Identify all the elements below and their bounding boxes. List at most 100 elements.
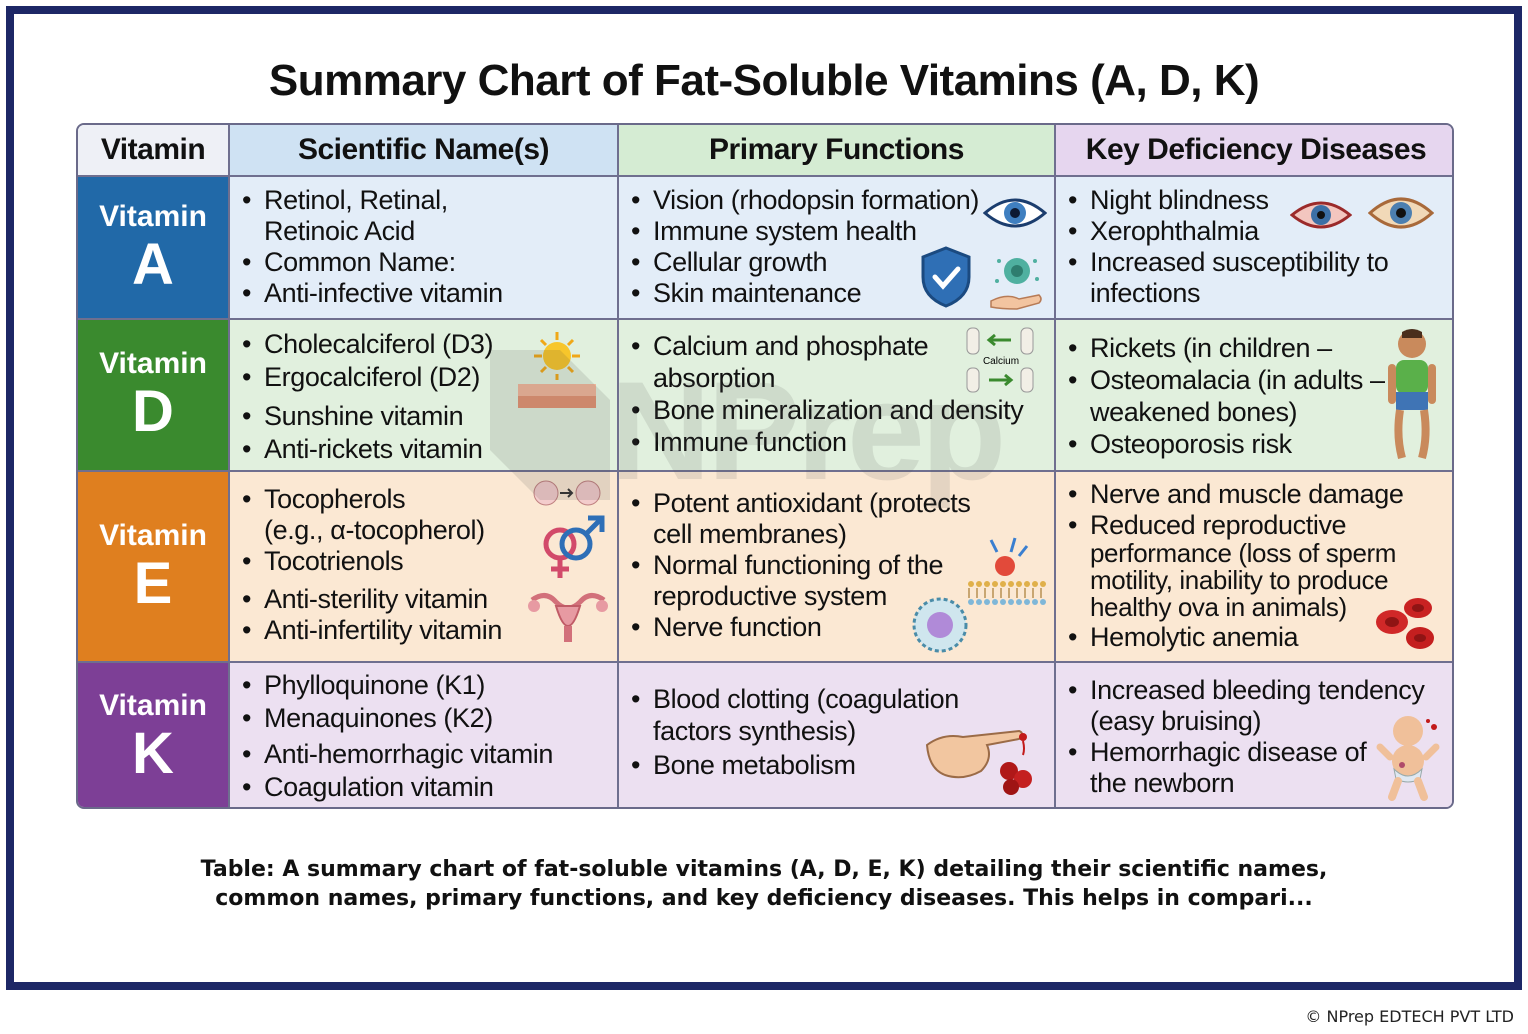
- list-item: Tocopherols: [242, 484, 502, 515]
- list-item: Increased bleeding tendency: [1068, 675, 1425, 706]
- list-item: reproductive system: [653, 581, 887, 611]
- gender-symbols-icon: [543, 515, 605, 578]
- list-item: Cellular growth: [631, 247, 979, 278]
- cell-icon: [912, 597, 968, 653]
- vitamin-d-label: Vitamin D: [78, 320, 230, 472]
- list-item: Tocotrienols: [242, 546, 502, 577]
- dry-eye-icon: [1368, 197, 1434, 229]
- vitamin-letter: E: [133, 550, 173, 616]
- list-item: Anti-sterility vitamin: [242, 584, 502, 615]
- copyright-notice: © NPrep EDTECH PVT LTD: [1305, 1007, 1514, 1026]
- list-item: Osteoporosis risk: [1068, 428, 1385, 460]
- list-item: Vision (rhodopsin formation): [631, 185, 979, 216]
- list-item: Night blindness: [1068, 185, 1388, 216]
- page-title: Summary Chart of Fat-Soluble Vitamins (A…: [268, 56, 1260, 105]
- list-item: Sunshine vitamin: [242, 400, 493, 433]
- list-item: healthy ova in animals): [1090, 592, 1347, 622]
- list-item: Bone metabolism: [631, 749, 959, 781]
- list-item: Common Name:: [242, 247, 503, 278]
- list-item: (easy bruising): [1090, 706, 1262, 736]
- list-item: motility, inability to produce: [1090, 565, 1389, 595]
- list-item: Reduced reproductive: [1068, 511, 1403, 541]
- shield-check-icon: [921, 246, 971, 308]
- list-item: Nerve function: [631, 612, 971, 643]
- list-item: Nerve and muscle damage: [1068, 480, 1404, 510]
- list-item: Normal functioning of the: [631, 550, 971, 581]
- list-item: Coagulation vitamin: [242, 771, 553, 804]
- header-scientific-names: Scientific Name(s): [230, 125, 619, 177]
- list-item: Calcium and phosphate: [631, 330, 1023, 362]
- calcium-label: Calcium: [983, 356, 1019, 367]
- egg-cells-icon: [533, 480, 601, 506]
- list-item: Immune function: [631, 426, 1023, 458]
- list-item: Potent antioxidant (protects: [631, 488, 971, 519]
- list-item: factors synthesis): [653, 716, 856, 746]
- hand-cell-icon: [990, 258, 1042, 310]
- list-item: Phylloquinone (K1): [242, 669, 553, 702]
- eye-icon: [983, 198, 1047, 228]
- vitamin-k-deficiency: Increased bleeding tendency (easy bruisi…: [1056, 663, 1452, 807]
- vitamin-d-functions: Calcium and phosphate absorption Bone mi…: [619, 320, 1056, 472]
- header-deficiency-diseases: Key Deficiency Diseases: [1056, 125, 1452, 177]
- membrane-icon: [968, 537, 1046, 605]
- vitamin-e-functions: Potent antioxidant (protects cell membra…: [619, 472, 1056, 663]
- list-item: performance (loss of sperm: [1090, 538, 1397, 568]
- list-item: Anti-rickets vitamin: [242, 433, 493, 466]
- vitamin-a-label: Vitamin A: [78, 177, 230, 320]
- red-eye-icon: [1290, 201, 1352, 229]
- sun-skin-icon: [518, 332, 596, 408]
- list-item: Cholecalciferol (D3): [242, 328, 493, 361]
- list-item: Anti-infective vitamin: [242, 278, 503, 309]
- list-item: Increased susceptibility to: [1068, 247, 1389, 278]
- list-item: cell membranes): [653, 519, 847, 549]
- list-item: absorption: [653, 363, 776, 393]
- vitamin-a-deficiency: Night blindness Xerophthalmia Increased …: [1056, 177, 1452, 320]
- vitamin-a-functions: Vision (rhodopsin formation) Immune syst…: [619, 177, 1056, 320]
- list-item: Menaquinones (K2): [242, 702, 553, 735]
- vitamin-word: Vitamin: [99, 199, 207, 233]
- list-item: Hemolytic anemia: [1068, 623, 1403, 653]
- vitamin-e-label: Vitamin E: [78, 472, 230, 663]
- vitamin-k-label: Vitamin K: [78, 663, 230, 807]
- vitamin-table: Vitamin Scientific Name(s) Primary Funct…: [76, 123, 1454, 809]
- vitamin-k-functions: Blood clotting (coagulation factors synt…: [619, 663, 1056, 807]
- list-item: Retinol, Retinal,: [242, 185, 503, 216]
- list-item: Retinoic Acid: [264, 216, 415, 246]
- vitamin-word: Vitamin: [99, 518, 207, 552]
- list-item: Anti-infertility vitamin: [242, 615, 502, 646]
- red-blood-cells-icon: [1376, 598, 1434, 649]
- vitamin-k-scientific: Phylloquinone (K1) Menaquinones (K2) Ant…: [230, 663, 619, 807]
- list-item: Blood clotting (coagulation: [631, 683, 959, 715]
- vitamin-letter: A: [132, 231, 174, 297]
- list-item: Osteomalacia (in adults –: [1068, 364, 1385, 396]
- vitamin-d-scientific: Cholecalciferol (D3) Ergocalciferol (D2)…: [230, 320, 619, 472]
- header-vitamin: Vitamin: [78, 125, 230, 177]
- child-figure-icon: [1388, 329, 1436, 460]
- vitamin-d-deficiency: Rickets (in children – Osteomalacia (in …: [1056, 320, 1452, 472]
- header-primary-functions: Primary Functions: [619, 125, 1056, 177]
- list-item: (e.g., α-tocopherol): [264, 515, 485, 545]
- vitamin-word: Vitamin: [99, 347, 207, 380]
- list-item: weakened bones): [1090, 397, 1298, 427]
- table-caption: Table: A summary chart of fat-soluble vi…: [200, 857, 1328, 911]
- vitamin-a-scientific: Retinol, Retinal, Retinoic Acid Common N…: [230, 177, 619, 320]
- vitamin-letter: D: [132, 379, 174, 444]
- list-item: Rickets (in children –: [1068, 332, 1385, 364]
- list-item: infections: [1090, 278, 1201, 308]
- uterus-icon: [528, 593, 608, 642]
- list-item: the newborn: [1090, 768, 1235, 798]
- list-item: Ergocalciferol (D2): [242, 361, 493, 394]
- vitamin-letter: K: [132, 721, 174, 786]
- bones-calcium-icon: Calcium: [966, 327, 1034, 393]
- list-item: Anti-hemorrhagic vitamin: [242, 738, 553, 771]
- vitamin-e-scientific: Tocopherols (e.g., α-tocopherol) Tocotri…: [230, 472, 619, 663]
- vitamin-word: Vitamin: [99, 689, 207, 722]
- baby-bruise-icon: [1376, 716, 1440, 801]
- list-item: Skin maintenance: [631, 278, 979, 309]
- vitamin-e-deficiency: Nerve and muscle damage Reduced reproduc…: [1056, 472, 1452, 663]
- finger-blood-icon: [925, 729, 1032, 795]
- list-item: Bone mineralization and density: [631, 394, 1024, 426]
- list-item: Hemorrhagic disease of: [1068, 737, 1424, 768]
- list-item: Xerophthalmia: [1068, 216, 1388, 247]
- list-item: Immune system health: [631, 216, 979, 247]
